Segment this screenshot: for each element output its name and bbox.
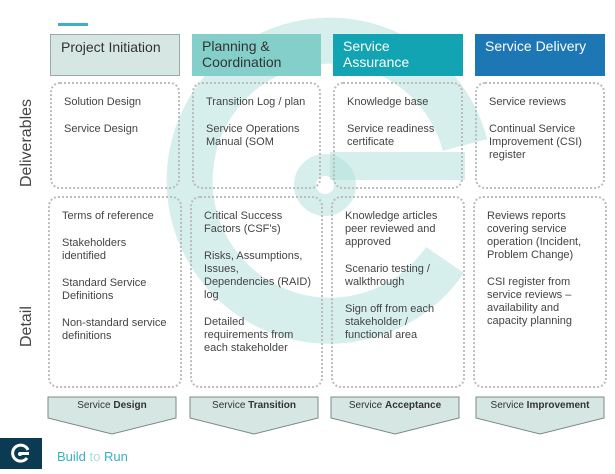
banner-label: Service Transition bbox=[212, 400, 296, 411]
detail-box-planning-coordination: Critical Success Factors (CSF's) Risks, … bbox=[190, 196, 323, 388]
deliverable-item: Solution Design bbox=[64, 96, 142, 108]
footer-word-to: to bbox=[89, 449, 101, 464]
detail-item: Terms of reference bbox=[62, 210, 154, 222]
detail-item: Reviews reports covering service operati… bbox=[487, 210, 582, 261]
detail-item: Sign off from each stakeholder / functio… bbox=[345, 303, 435, 341]
deliverable-item: Knowledge base bbox=[347, 96, 429, 108]
footer-tagline: Build to Run bbox=[57, 449, 128, 464]
column-header-service-delivery: Service Delivery bbox=[475, 34, 605, 76]
banner-label: Service Improvement bbox=[490, 400, 590, 411]
brand-e-icon bbox=[11, 443, 30, 463]
footer-word-build: Build bbox=[57, 449, 86, 464]
detail-item: Non-standard service definitions bbox=[62, 317, 167, 342]
detail-box-project-initiation: Terms of reference Stakeholders identifi… bbox=[48, 196, 182, 388]
deliverables-box-planning-coordination: Transition Log / plan Service Operations… bbox=[192, 82, 321, 189]
accent-line bbox=[58, 23, 88, 26]
deliverables-box-service-delivery: Service reviews Continual Service Improv… bbox=[475, 82, 605, 189]
detail-item: CSI register from service reviews – avai… bbox=[487, 276, 573, 327]
detail-item: Stakeholders identified bbox=[62, 237, 127, 262]
banner-label: Service Design bbox=[77, 400, 147, 411]
banner-service-transition: Service Transition bbox=[189, 396, 319, 436]
row-label-detail: Detail bbox=[18, 306, 35, 347]
column-header-project-initiation: Project Initiation bbox=[50, 34, 180, 76]
banner-service-improvement: Service Improvement bbox=[475, 396, 605, 436]
deliverable-item: Service Operations Manual (SOM bbox=[206, 123, 300, 148]
brand-logo bbox=[0, 438, 42, 469]
banner-service-design: Service Design bbox=[47, 396, 177, 436]
banner-service-acceptance: Service Acceptance bbox=[330, 396, 460, 436]
detail-item: Knowledge articles peer reviewed and app… bbox=[345, 210, 438, 248]
detail-item: Standard Service Definitions bbox=[62, 277, 147, 302]
detail-item: Detailed requirements from each stakehol… bbox=[204, 316, 294, 354]
detail-item: Scenario testing / walkthrough bbox=[345, 263, 430, 288]
row-label-deliverables: Deliverables bbox=[18, 98, 35, 187]
footer-word-run: Run bbox=[104, 449, 128, 464]
deliverable-item: Service Design bbox=[64, 123, 138, 135]
deliverables-box-service-assurance: Knowledge base Service readiness certifi… bbox=[333, 82, 463, 189]
detail-item: Risks, Assumptions, Issues, Dependencies… bbox=[204, 250, 311, 301]
deliverable-item: Service reviews bbox=[489, 96, 567, 108]
banner-label: Service Acceptance bbox=[348, 400, 442, 411]
column-header-planning-coordination: Planning & Coordination bbox=[192, 34, 321, 76]
deliverables-box-project-initiation: Solution Design Service Design bbox=[50, 82, 180, 189]
detail-box-service-delivery: Reviews reports covering service operati… bbox=[473, 196, 607, 388]
deliverable-item: Service readiness certificate bbox=[347, 123, 435, 148]
detail-box-service-assurance: Knowledge articles peer reviewed and app… bbox=[331, 196, 465, 388]
deliverable-item: Continual Service Improvement (CSI) regi… bbox=[489, 123, 582, 161]
deliverable-item: Transition Log / plan bbox=[206, 96, 306, 108]
column-header-service-assurance: Service Assurance bbox=[333, 34, 463, 76]
detail-item: Critical Success Factors (CSF's) bbox=[204, 210, 283, 235]
